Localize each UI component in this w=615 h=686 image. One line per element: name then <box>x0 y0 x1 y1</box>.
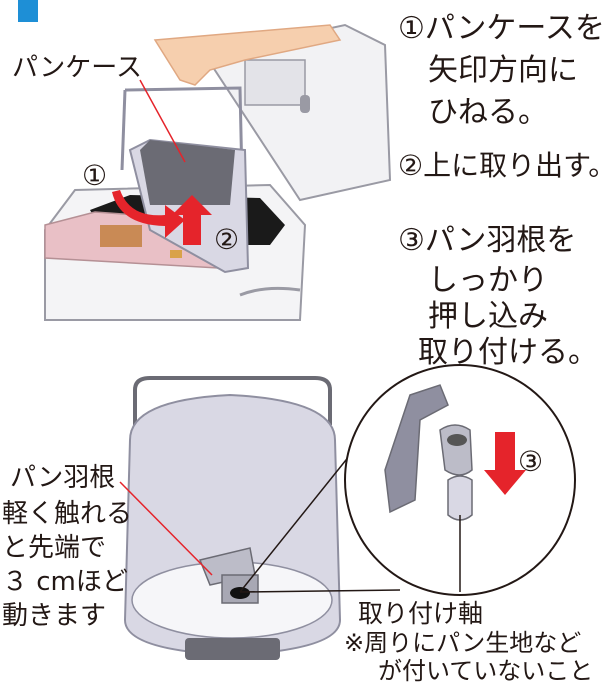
step3-line4: 取り付ける。 <box>418 335 598 370</box>
label-bread-case: パンケース <box>12 53 143 83</box>
step1-line2: 矢印方向に <box>428 53 578 88</box>
bread-case-front <box>123 376 342 660</box>
paddle-note-line3: ３ cmほど <box>2 567 128 597</box>
step2-line1: ②上に取り出す。 <box>398 149 615 182</box>
step3-line2: しっかり <box>428 263 548 298</box>
step1-marker: ① <box>82 159 108 192</box>
paddle-note-line4: 動きます <box>2 601 107 631</box>
paddle-note-line2: と先端で <box>2 533 107 563</box>
step3-line3: 押し込み <box>428 299 548 334</box>
step1-line3: ひねる。 <box>428 95 548 130</box>
step2-marker: ② <box>214 223 240 256</box>
up-arrow-icon <box>172 195 212 245</box>
shaft-note-line2: が付いていないこと <box>378 657 594 685</box>
hand-icon <box>153 24 342 86</box>
step3-line1: ③パン羽根を <box>398 223 577 258</box>
step3-marker: ③ <box>518 445 544 478</box>
bread-case-leader <box>139 79 186 163</box>
down-arrow-icon <box>484 432 526 495</box>
zoom-circle <box>239 364 576 596</box>
label-paddle: パン羽根 <box>10 463 116 493</box>
label-shaft: 取り付け軸 <box>358 599 484 628</box>
shaft-note-line1: ※周りにパン生地など <box>344 629 582 657</box>
accent-bar <box>18 0 38 22</box>
paddle-leader <box>119 481 213 576</box>
paddle-note-line1: 軽く触れる <box>2 499 133 529</box>
curved-arrow-icon <box>112 190 185 238</box>
step1-line1: ①パンケースを <box>398 11 605 46</box>
bread-case <box>120 86 250 274</box>
